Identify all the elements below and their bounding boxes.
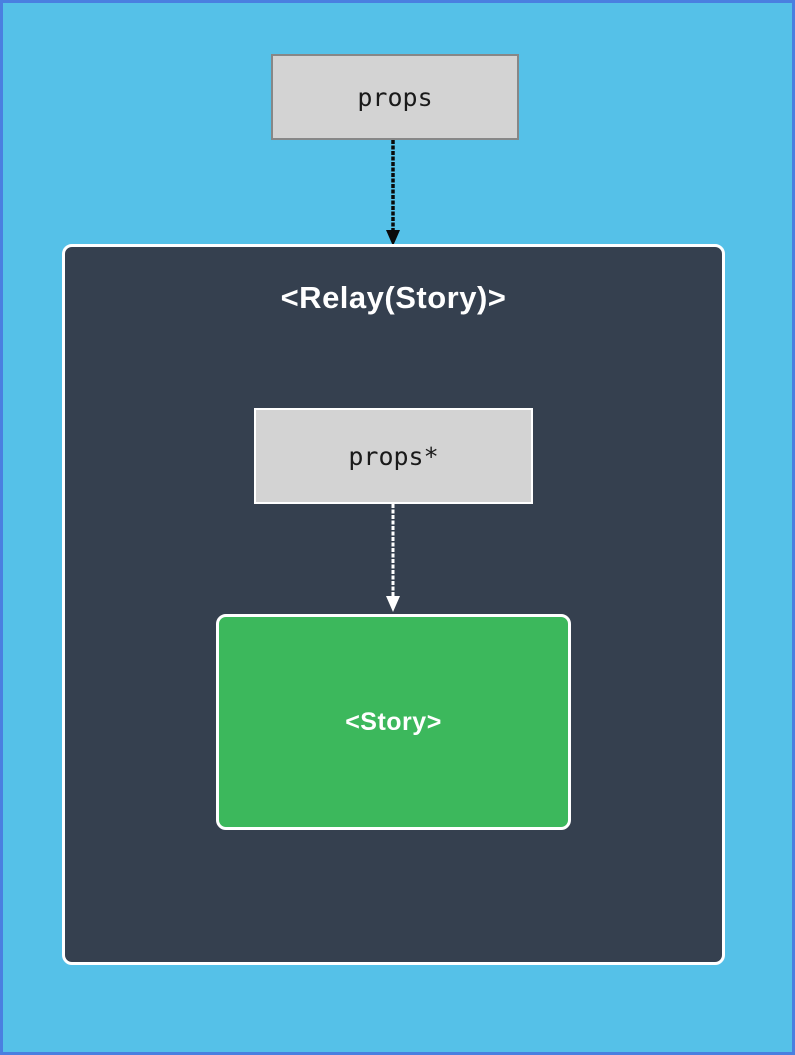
props-internal-node-label: props* xyxy=(348,441,439,471)
props-node-label: props xyxy=(357,82,433,112)
props-to-story-arrow xyxy=(386,504,400,612)
relay-container: <Relay(Story)> xyxy=(62,244,725,965)
story-node: <Story> xyxy=(216,614,571,830)
props-node: props xyxy=(271,54,519,140)
props-to-relay-arrow xyxy=(386,140,400,246)
props-internal-node: props* xyxy=(254,408,533,504)
story-node-label: <Story> xyxy=(345,707,442,736)
relay-container-title: <Relay(Story)> xyxy=(280,280,507,315)
